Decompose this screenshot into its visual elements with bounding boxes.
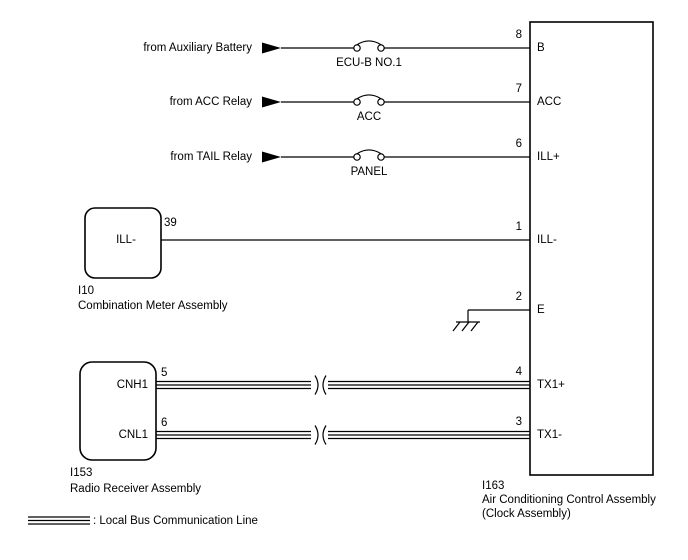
radio-conn-cnh1: CNH1 [116, 379, 148, 391]
radio-name: Radio Receiver Assembly [70, 483, 202, 495]
legend-bus-line-icon [28, 516, 90, 525]
arrow-icon [262, 42, 281, 54]
main-unit-name-line1: Air Conditioning Control Assembly [482, 494, 656, 506]
power-input-wires [262, 40, 530, 163]
pin-name-e: E [537, 304, 545, 316]
main-unit-code: I163 [482, 480, 505, 492]
pin-name-b: B [537, 42, 545, 54]
pin-name-ill-plus: ILL+ [537, 151, 560, 163]
fuse-icon-ecu-b [353, 40, 385, 52]
pin-number-2: 2 [515, 291, 522, 303]
combination-meter-code: I10 [78, 285, 94, 297]
radio-box [79, 361, 157, 461]
radio-conn-cnl1: CNL1 [118, 429, 148, 441]
fuse-label-ecu-b-no1: ECU-B NO.1 [336, 57, 402, 69]
wire-break-icon [314, 425, 319, 445]
pin-name-acc: ACC [537, 96, 562, 108]
combination-meter-box [84, 207, 162, 279]
fuse-label-acc: ACC [356, 111, 382, 123]
wire-break-icon [314, 375, 319, 395]
pin-number-6-radio: 6 [161, 417, 168, 429]
pin-number-1: 1 [515, 221, 522, 233]
pin-name-ill-minus: ILL- [537, 234, 557, 246]
source-label-tail-relay: from TAIL Relay [170, 151, 252, 163]
main-unit-name-line2: (Clock Assembly) [482, 508, 571, 520]
pin-number-8: 8 [515, 29, 522, 41]
bus-line-tx1-minus [156, 425, 530, 445]
arrow-icon [262, 151, 281, 163]
radio-code: I153 [70, 467, 93, 479]
pin-number-5: 5 [161, 367, 168, 379]
combination-meter-name: Combination Meter Assembly [78, 300, 228, 312]
pin-name-tx1-minus: TX1- [537, 429, 562, 441]
pin-number-7: 7 [515, 83, 522, 95]
wire-break-icon [322, 375, 327, 395]
source-label-acc-relay: from ACC Relay [169, 96, 252, 108]
pin-number-39: 39 [164, 217, 177, 229]
wire-break-icon [322, 425, 327, 445]
fuse-icon-acc [353, 94, 385, 106]
pin-number-3: 3 [515, 416, 522, 428]
pin-name-tx1-plus: TX1+ [537, 379, 565, 391]
combination-meter-pin-label: ILL- [116, 234, 136, 246]
main-unit-box [529, 21, 654, 476]
bus-line-tx1-plus [156, 375, 530, 395]
fuse-icon-panel [353, 149, 385, 161]
ground-icon [452, 321, 480, 332]
pin-number-6: 6 [515, 138, 522, 150]
source-label-auxiliary-battery: from Auxiliary Battery [143, 42, 252, 54]
legend-label: : Local Bus Communication Line [93, 515, 258, 527]
fuse-label-panel: PANEL [350, 166, 388, 178]
pin-number-4: 4 [515, 366, 522, 378]
arrow-icon [262, 96, 281, 108]
ground-wire [452, 309, 530, 332]
